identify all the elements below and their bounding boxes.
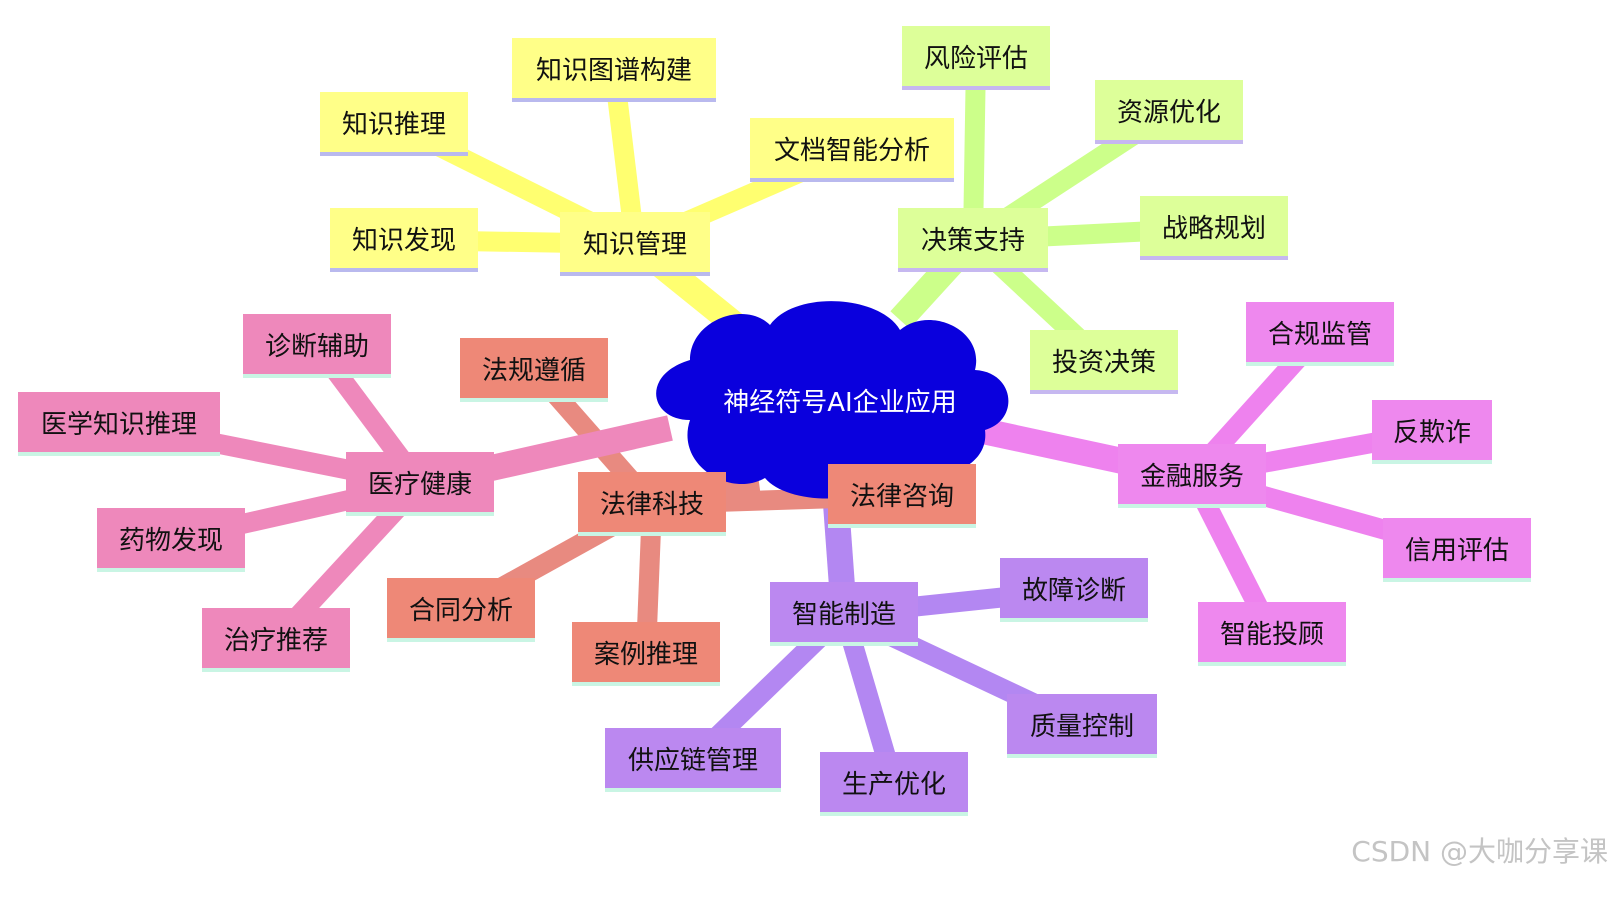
leaf-node-finance-1: 合规监管 xyxy=(1246,302,1394,366)
leaf-node-manufacturing-4: 供应链管理 xyxy=(605,728,781,792)
branch-node-legal: 法律科技 xyxy=(578,472,726,536)
branch-node-medical: 医疗健康 xyxy=(346,452,494,516)
leaf-node-decision-2: 资源优化 xyxy=(1095,80,1243,144)
leaf-node-legal-2: 法律咨询 xyxy=(828,464,976,528)
leaf-node-legal-3: 合同分析 xyxy=(387,578,535,642)
center-cloud-shape xyxy=(656,301,1009,499)
branch-node-knowledge: 知识管理 xyxy=(560,212,710,276)
watermark: CSDN @大咖分享课 xyxy=(1351,835,1608,868)
branch-node-manufacturing: 智能制造 xyxy=(770,582,918,646)
branch-node-decision: 决策支持 xyxy=(898,208,1048,272)
leaf-node-manufacturing-3: 生产优化 xyxy=(820,752,968,816)
leaf-node-manufacturing-2: 质量控制 xyxy=(1007,694,1157,758)
leaf-node-decision-1: 风险评估 xyxy=(902,26,1050,90)
leaf-node-knowledge-4: 知识发现 xyxy=(330,208,478,272)
center-topic: 神经符号AI企业应用 xyxy=(723,387,957,418)
leaf-node-knowledge-2: 知识推理 xyxy=(320,92,468,156)
leaf-node-decision-3: 战略规划 xyxy=(1140,196,1288,260)
leaf-node-finance-2: 反欺诈 xyxy=(1372,400,1492,464)
leaf-node-manufacturing-1: 故障诊断 xyxy=(1000,558,1148,622)
branch-node-finance: 金融服务 xyxy=(1118,444,1266,508)
leaf-node-finance-3: 信用评估 xyxy=(1383,518,1531,582)
leaf-node-medical-2: 医学知识推理 xyxy=(18,392,220,456)
leaf-node-medical-1: 诊断辅助 xyxy=(243,314,391,378)
leaf-node-legal-1: 法规遵循 xyxy=(460,338,608,402)
leaf-node-medical-4: 治疗推荐 xyxy=(202,608,350,672)
leaf-node-decision-4: 投资决策 xyxy=(1030,330,1178,394)
leaf-node-medical-3: 药物发现 xyxy=(97,508,245,572)
leaf-node-finance-4: 智能投顾 xyxy=(1198,602,1346,666)
leaf-node-knowledge-3: 文档智能分析 xyxy=(750,118,954,182)
leaf-node-legal-4: 案例推理 xyxy=(572,622,720,686)
leaf-node-knowledge-1: 知识图谱构建 xyxy=(512,38,716,102)
